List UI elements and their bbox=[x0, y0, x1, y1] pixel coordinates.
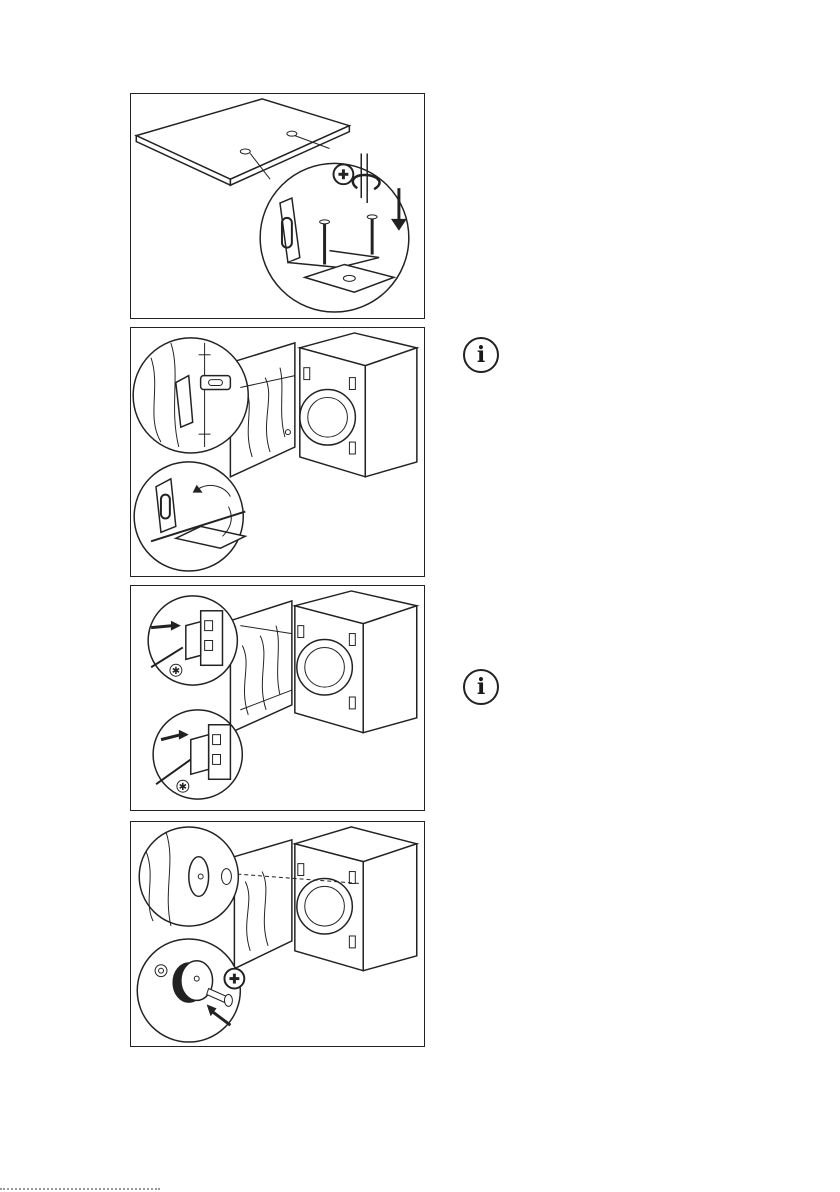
figure-door-knob bbox=[130, 821, 425, 1047]
door-knob-illustration bbox=[131, 822, 424, 1046]
info-icon: i bbox=[463, 669, 499, 705]
hinge-fixing-illustration: ✱ ✱ bbox=[131, 586, 424, 810]
figure-hinge-fixing: ✱ ✱ bbox=[130, 585, 425, 811]
worktop-bracket-illustration bbox=[131, 94, 424, 318]
svg-text:✱: ✱ bbox=[172, 666, 180, 677]
figure-hinge-alignment bbox=[130, 327, 425, 577]
hinge-alignment-illustration bbox=[131, 328, 424, 576]
svg-text:✱: ✱ bbox=[179, 782, 187, 793]
info-icon: i bbox=[463, 337, 499, 373]
figure-worktop-bracket bbox=[130, 93, 425, 319]
page-footer-divider bbox=[0, 1186, 160, 1190]
